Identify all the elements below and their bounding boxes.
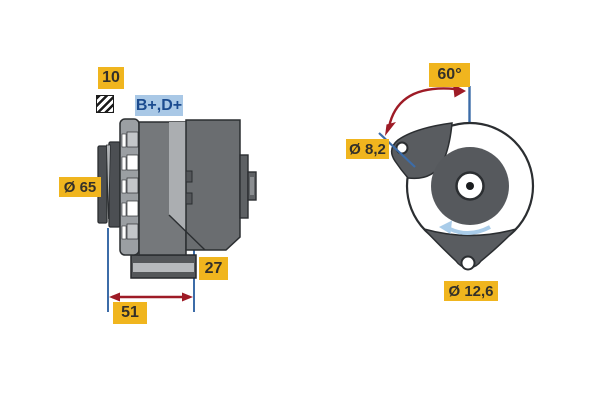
angle-arc-60 <box>385 84 466 136</box>
hatched-square-icon <box>96 95 114 113</box>
reference-line-inclined <box>378 132 416 168</box>
label-pulley-diameter: Ø 65 <box>59 177 101 197</box>
rear-connector <box>239 154 257 219</box>
housing-tab-upper <box>185 170 193 183</box>
mounting-lug-bottom <box>421 227 519 271</box>
fan <box>119 118 140 256</box>
lug-hole-bottom <box>460 255 476 271</box>
mounting-foot <box>130 254 197 279</box>
label-lug-hole-diameter: Ø 8,2 <box>346 139 389 159</box>
front-view <box>378 84 535 271</box>
label-angle: 60° <box>429 63 470 87</box>
housing-facet <box>169 122 186 232</box>
pulley-v-groove <box>106 144 111 220</box>
label-mounting-length: 51 <box>113 302 147 324</box>
shaft-center <box>466 182 474 190</box>
dimension-arrow-51 <box>109 292 193 302</box>
label-belt-width: 10 <box>98 67 124 89</box>
label-terminals: B+,D+ <box>135 95 183 116</box>
side-view <box>97 118 257 312</box>
rotation-arrow-icon <box>439 220 491 235</box>
housing-seam <box>168 214 206 251</box>
rear-housing <box>185 119 241 251</box>
label-bottom-hole-diameter: Ø 12,6 <box>444 281 498 301</box>
housing-tab-lower <box>185 192 193 205</box>
pulley <box>97 141 121 228</box>
label-foot-width: 27 <box>199 257 228 280</box>
